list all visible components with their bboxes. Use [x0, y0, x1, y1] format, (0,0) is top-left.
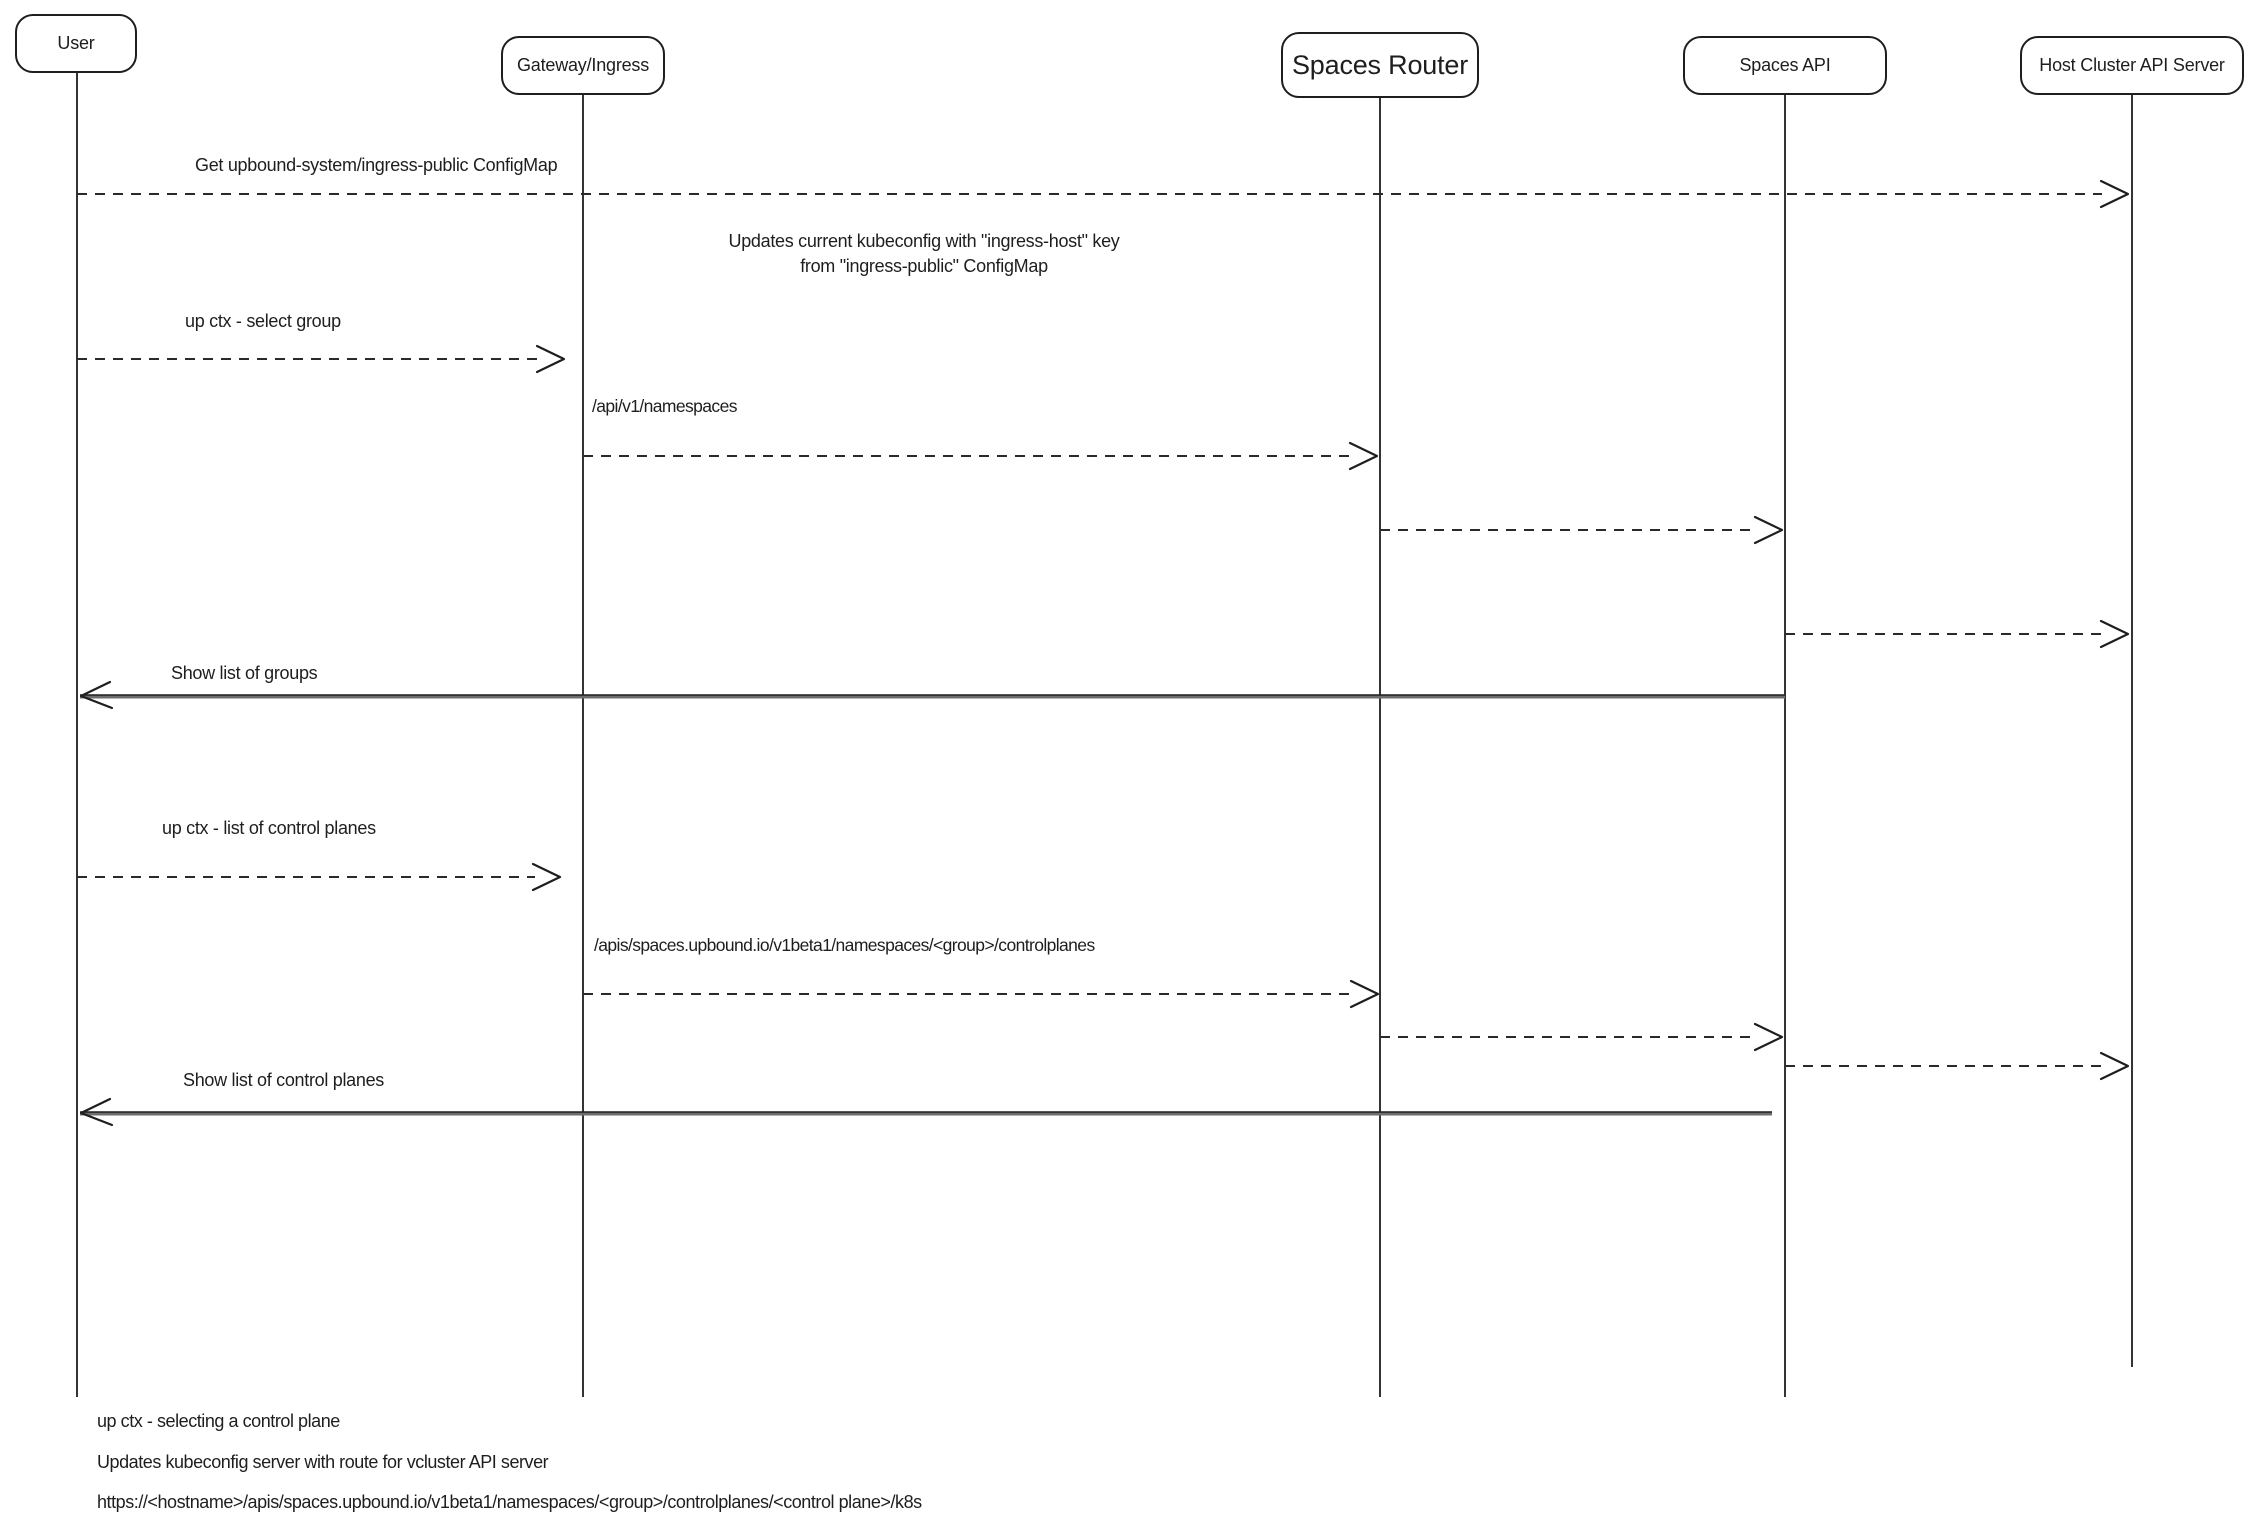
actor-gateway-ingress-label: Gateway/Ingress: [516, 55, 650, 75]
actor-spaces-api-label: Spaces API: [1739, 55, 1831, 75]
arrow-up-ctx-list-of-control-planes: [77, 862, 562, 892]
note-updates-kubeconfig: Updates current kubeconfig with "ingress…: [704, 229, 1144, 279]
message-label-show-list-of-groups: Show list of groups: [171, 663, 318, 683]
arrow-show-list-of-control-planes: [79, 1097, 1772, 1127]
arrow-spaces-api-to-host-2: [1785, 1051, 2130, 1081]
actor-user: User: [15, 14, 137, 73]
message-label-get-configmap: Get upbound-system/ingress-public Config…: [195, 155, 558, 175]
arrow-get-ingress-public-configmap: [77, 179, 2130, 209]
footnote-updates-kubeconfig-route: Updates kubeconfig server with route for…: [97, 1452, 549, 1472]
arrow-up-ctx-select-group: [77, 344, 566, 374]
actor-user-label: User: [57, 33, 95, 53]
actor-host-cluster-api-server: Host Cluster API Server: [2020, 36, 2244, 95]
arrow-router-to-spaces-api-1: [1380, 515, 1784, 545]
arrow-router-to-spaces-api-2: [1380, 1022, 1784, 1052]
message-label-up-ctx-select-group: up ctx - select group: [185, 311, 341, 331]
note-line-2: from "ingress-public" ConfigMap: [800, 256, 1048, 276]
actor-host-cluster-api-server-label: Host Cluster API Server: [2039, 55, 2225, 75]
message-label-apis-spaces-controlplanes: /apis/spaces.upbound.io/v1beta1/namespac…: [594, 935, 1095, 955]
arrow-api-v1-namespaces: [583, 441, 1379, 471]
actor-gateway-ingress: Gateway/Ingress: [501, 36, 665, 95]
actor-spaces-router-label: Spaces Router: [1292, 49, 1468, 80]
arrow-show-list-of-groups: [79, 680, 1785, 710]
arrow-apis-spaces-controlplanes: [583, 979, 1380, 1009]
note-line-1: Updates current kubeconfig with "ingress…: [728, 231, 1120, 251]
message-label-show-list-of-control-planes: Show list of control planes: [183, 1070, 385, 1090]
footnote-up-ctx-selecting-control-plane: up ctx - selecting a control plane: [97, 1411, 340, 1431]
actor-spaces-router: Spaces Router: [1281, 32, 1479, 98]
message-label-up-ctx-list-control-planes: up ctx - list of control planes: [162, 818, 376, 838]
actor-spaces-api: Spaces API: [1683, 36, 1887, 95]
footnote-vcluster-url: https://<hostname>/apis/spaces.upbound.i…: [97, 1492, 922, 1512]
arrow-spaces-api-to-host-1: [1785, 619, 2130, 649]
message-label-api-v1-namespaces: /api/v1/namespaces: [592, 396, 737, 416]
